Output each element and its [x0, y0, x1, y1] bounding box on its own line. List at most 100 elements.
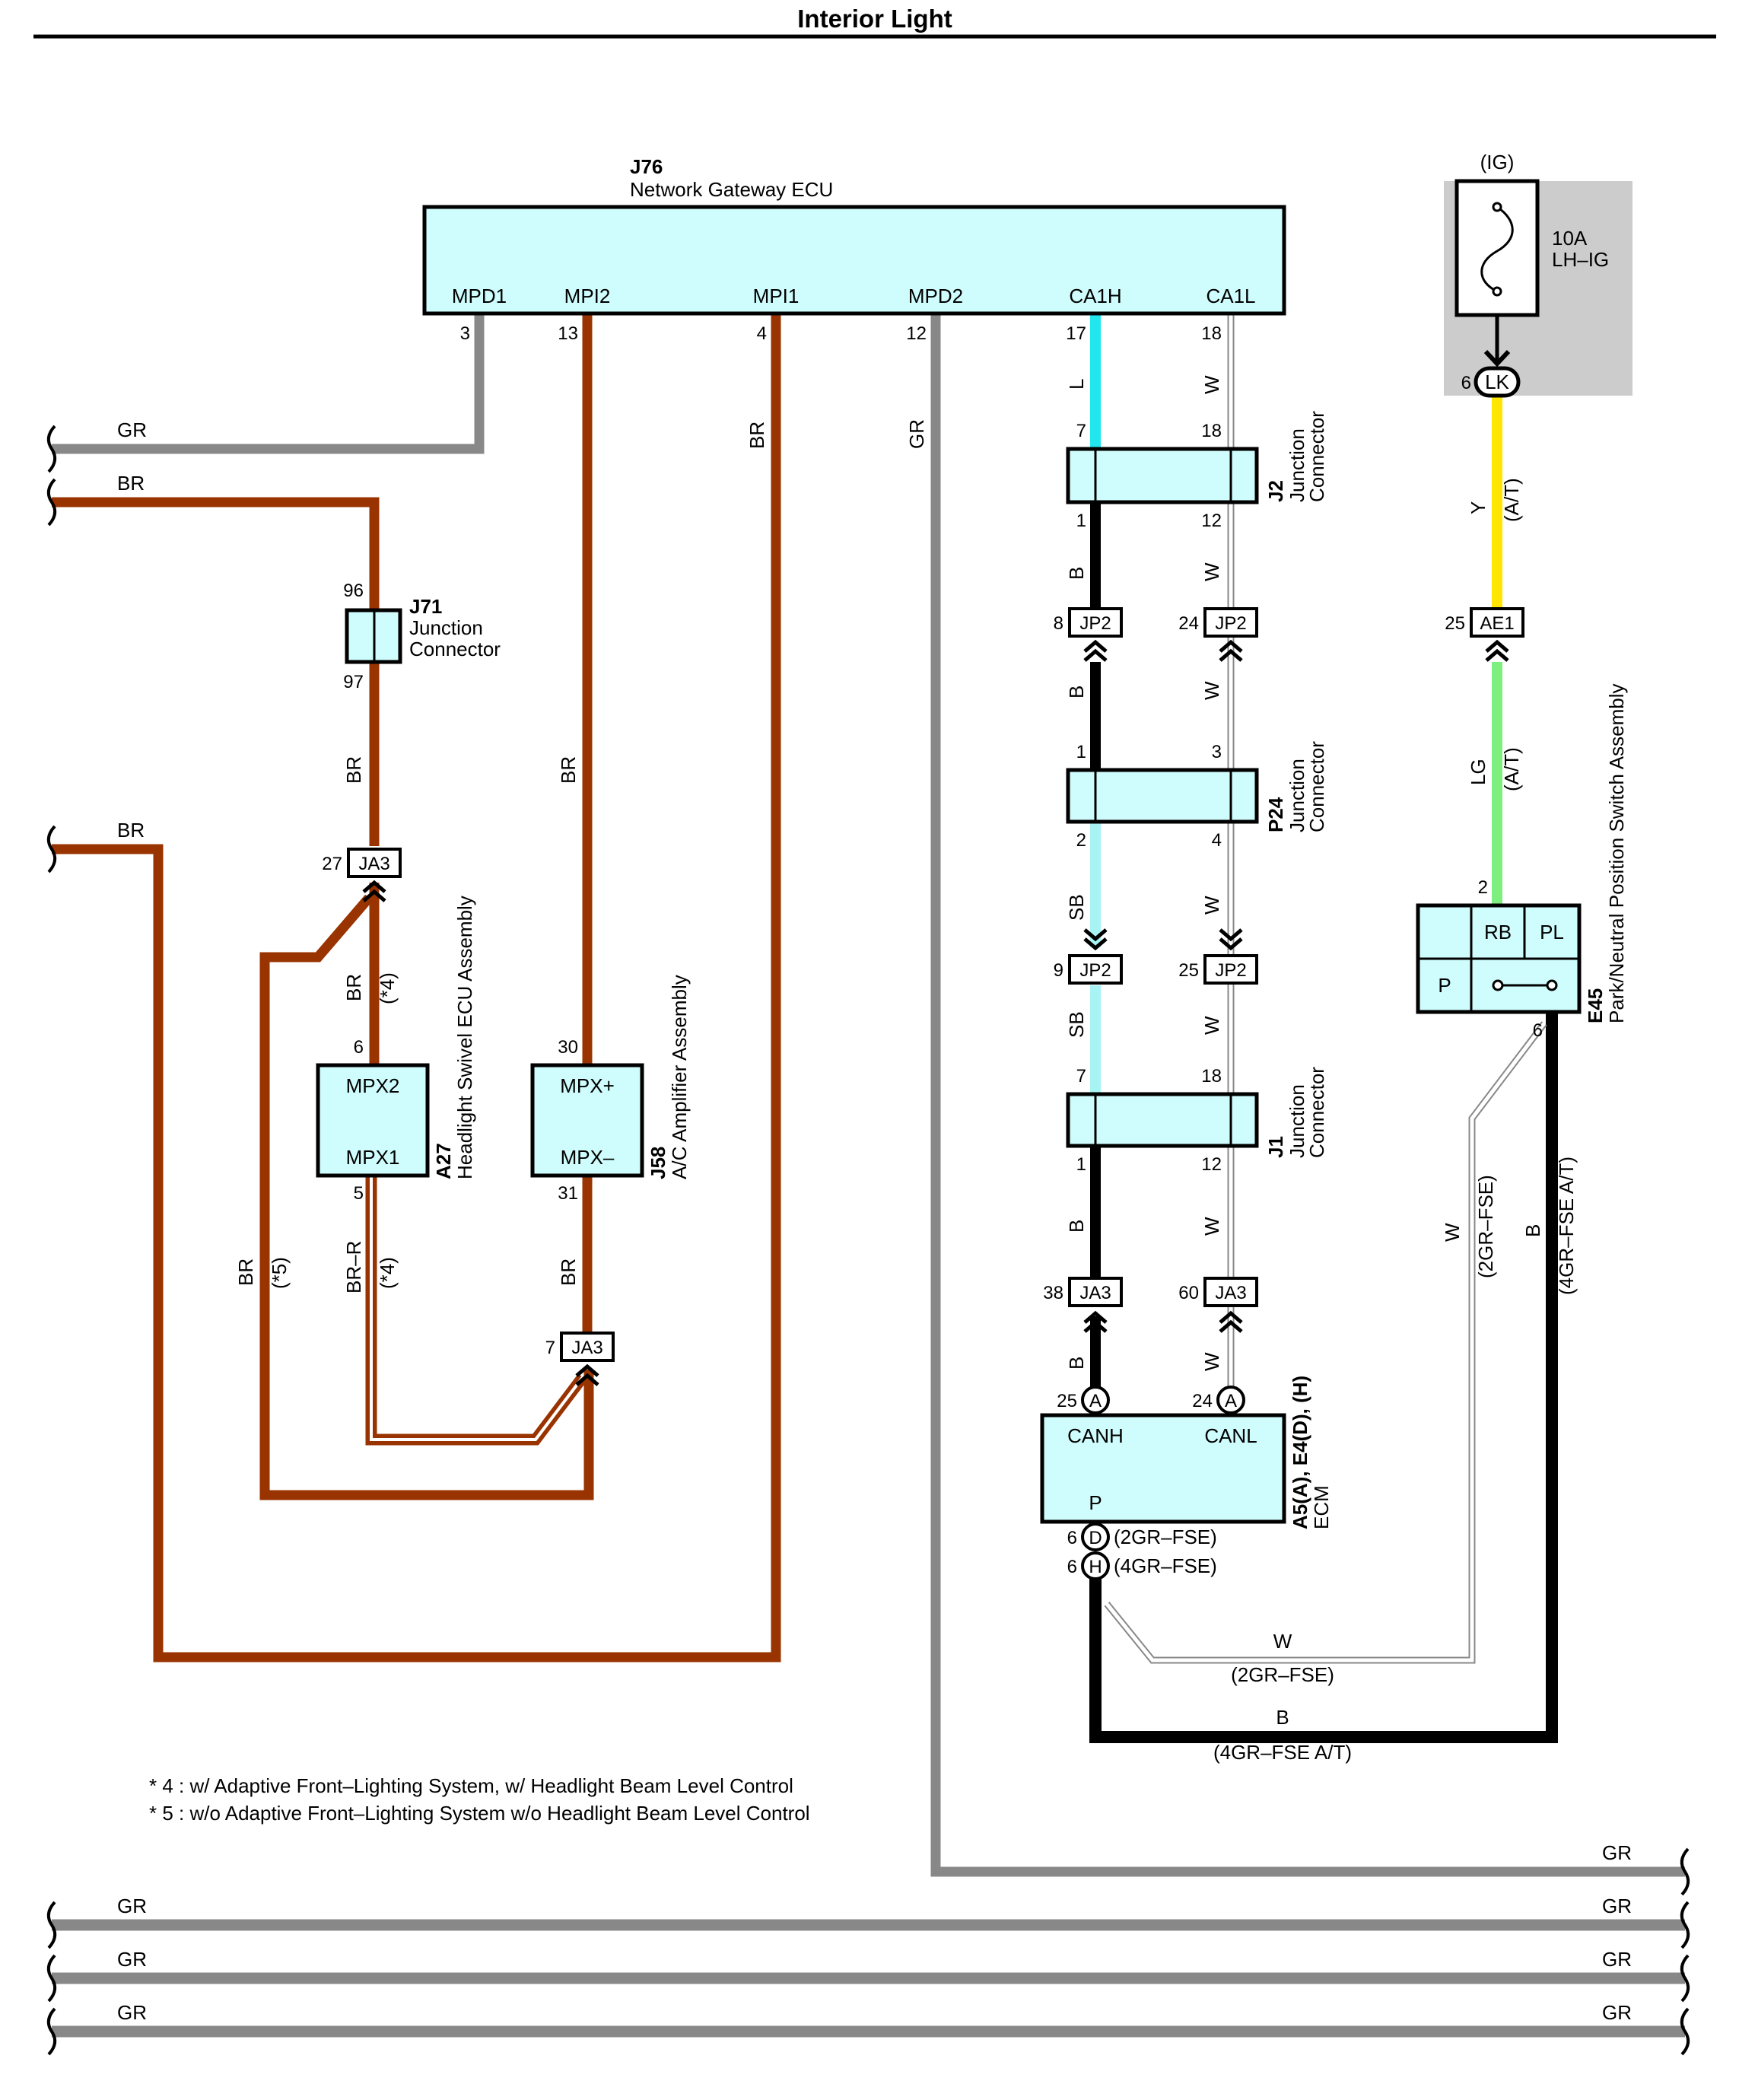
connector-jp2-24-label: JP2 — [1215, 613, 1246, 634]
fuse-amp: 10A — [1552, 227, 1588, 250]
j1-pin-12: 12 — [1201, 1154, 1222, 1175]
connector-jp2-8-arrow-icon — [1083, 639, 1108, 662]
label-gr-bus-r1: GR — [1602, 1895, 1632, 1917]
fuse-lk-label: LK — [1485, 371, 1509, 393]
inline-connectors: JA3 27 JA3 7 JA3 38 JA3 60 JP2 — [322, 607, 1524, 1386]
p24-name-1: Junction — [1286, 759, 1308, 832]
connector-ja3-27-arrow-icon — [362, 880, 386, 902]
j76-pin-num-4: 4 — [757, 323, 767, 344]
wire-br-loop — [259, 894, 594, 1500]
p24-code: P24 — [1264, 797, 1287, 832]
component-j58: MPX+ MPX– 30 31 J58 A/C Amplifier Assemb… — [530, 975, 691, 1204]
j76-pin-label-mpi2: MPI2 — [564, 285, 611, 307]
label-br-left-2: BR — [117, 819, 145, 842]
label-sb-p24: SB — [1065, 894, 1088, 921]
ecm-term-canh: CANH — [1067, 1424, 1124, 1447]
label-b-j1: B — [1065, 1220, 1088, 1233]
label-w-p24: W — [1200, 896, 1223, 915]
component-a27: MPX2 MPX1 6 5 A27 Headlight Swivel ECU A… — [316, 896, 476, 1204]
component-fuse: (IG) 10A LH–IG LK 6 — [1444, 151, 1632, 398]
break-mark-right-4 — [1680, 2007, 1690, 2056]
a27-box — [316, 1063, 430, 1178]
connector-ja3-7-label: JA3 — [571, 1338, 602, 1358]
j76-code: J76 — [630, 155, 663, 178]
wire-labels-vertical: BR BR BR GR L W B W B W SB W SB W B W B … — [234, 375, 1578, 1371]
label-gr-top-left: GR — [117, 418, 147, 441]
label-gr-bus-l1: GR — [117, 1895, 147, 1917]
break-mark-left-3 — [46, 825, 57, 873]
label-gr-fse-bottom: (2GR–FSE) — [1231, 1663, 1334, 1686]
connector-ae1-25-pin: 25 — [1445, 613, 1465, 634]
ecm-name: ECM — [1310, 1485, 1333, 1529]
connector-ja3-27-pin: 27 — [322, 854, 342, 874]
wire-labels-horizontal: GR BR BR W (2GR–FSE) B (4GR–FSE A/T) GR … — [117, 418, 1632, 2024]
connector-ja3-38: JA3 38 — [1043, 1277, 1123, 1333]
j76-pin-num-13: 13 — [558, 323, 578, 344]
label-fse-at-bottom: (4GR–FSE A/T) — [1213, 1741, 1352, 1764]
wire-brr-outer — [365, 1176, 587, 1446]
label-b-ja3: B — [1065, 1357, 1088, 1370]
connector-ja3-7-arrow-icon — [575, 1363, 599, 1386]
e45-name: Park/Neutral Position Switch Assembly — [1605, 683, 1628, 1023]
connector-jp2-9: JP2 9 — [1054, 928, 1123, 985]
ecm-note-d: (2GR–FSE) — [1114, 1526, 1217, 1548]
connector-ae1-25: AE1 25 — [1445, 607, 1524, 662]
connector-jp2-9-arrow-icon — [1083, 928, 1108, 951]
fuse-name: LH–IG — [1552, 248, 1609, 271]
j2-pin-7: 7 — [1076, 421, 1086, 441]
e45-code: E45 — [1584, 988, 1607, 1023]
label-w-j2: W — [1200, 562, 1223, 581]
j2-pin-12: 12 — [1201, 511, 1222, 531]
label-w-jp2b: W — [1200, 1016, 1223, 1035]
label-br-a27: BR — [342, 974, 365, 1001]
j76-pin-num-17: 17 — [1066, 323, 1086, 344]
connector-jp2-25-arrow-icon — [1219, 928, 1243, 951]
p24-pin-4: 4 — [1212, 830, 1222, 851]
label-w-ca1l: W — [1200, 375, 1223, 394]
j1-box — [1066, 1092, 1259, 1148]
j2-box — [1066, 447, 1259, 504]
j58-pin-30: 30 — [558, 1037, 578, 1058]
j2-pin-18: 18 — [1201, 421, 1222, 441]
component-j71: 96 97 J71 Junction Connector — [343, 581, 501, 692]
p24-pin-1: 1 — [1076, 742, 1086, 762]
fuse-icon — [1480, 205, 1514, 293]
j76-pin-num-18: 18 — [1201, 323, 1222, 344]
break-mark-left-5 — [46, 1954, 57, 2003]
ecm-code: A5(A), E4(D), (H) — [1289, 1376, 1311, 1529]
break-mark-left-6 — [46, 2007, 57, 2056]
ecm-box — [1040, 1413, 1286, 1524]
p24-pin-2: 2 — [1076, 830, 1086, 851]
connector-ja3-7-pin: 7 — [545, 1338, 555, 1358]
j58-term-mpx-plus: MPX+ — [560, 1074, 615, 1097]
wire-gr-mpd2 — [930, 313, 1685, 1877]
label-w-bottom: W — [1273, 1630, 1292, 1653]
connector-ja3-60-label: JA3 — [1215, 1283, 1246, 1303]
component-ecm: CANH CANL P A 25 A 24 D 6 (2GR–FSE) H 6 … — [1040, 1376, 1333, 1580]
a27-term-mpx1: MPX1 — [346, 1146, 400, 1169]
connector-ja3-7: JA3 7 — [545, 1332, 615, 1386]
connector-jp2-8-pin: 8 — [1054, 613, 1063, 634]
e45-pin-6: 6 — [1533, 1020, 1543, 1041]
label-br-j71: BR — [342, 756, 365, 784]
ecm-note-h: (4GR–FSE) — [1114, 1554, 1217, 1577]
j71-name-1: Junction — [409, 616, 483, 639]
j2-code: J2 — [1264, 480, 1287, 502]
label-note5: (*5) — [268, 1257, 291, 1289]
j1-pin-18: 18 — [1201, 1066, 1222, 1087]
j71-pin-96: 96 — [343, 581, 364, 601]
j76-pin-label-mpi1: MPI1 — [753, 285, 800, 307]
fuse-arrow-icon — [1483, 349, 1511, 368]
label-at-y: (A/T) — [1500, 478, 1523, 522]
connector-jp2-9-pin: 9 — [1054, 960, 1063, 981]
connector-ja3-60-pin: 60 — [1178, 1283, 1199, 1303]
label-br-left-1: BR — [117, 472, 145, 495]
label-sb-jp2: SB — [1065, 1011, 1088, 1038]
j76-pin-label-mpd1: MPD1 — [452, 285, 507, 307]
label-lg: LG — [1467, 759, 1489, 785]
ecm-pin-25: 25 — [1057, 1391, 1077, 1411]
component-j1: 7 18 1 12 J1 Junction Connector — [1066, 1066, 1328, 1175]
label-b-jp2: B — [1065, 686, 1088, 698]
connector-jp2-25-label: JP2 — [1215, 960, 1246, 981]
break-mark-left-2 — [46, 478, 57, 527]
